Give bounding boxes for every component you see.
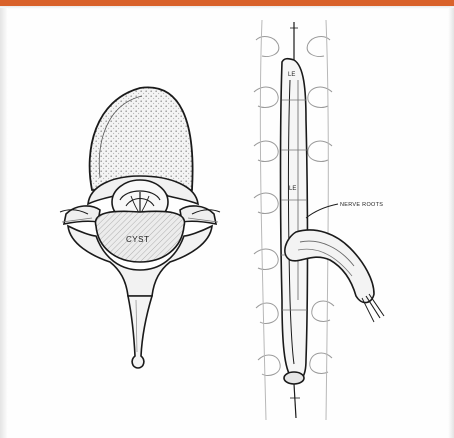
nerve-root-label: NERVE ROOTS <box>340 202 383 208</box>
vertebral-body <box>90 87 193 190</box>
upper-level-label: LE <box>288 72 295 78</box>
dural-tube <box>281 59 308 381</box>
dural-sac-column <box>281 22 308 418</box>
spinous-process <box>128 296 152 368</box>
nerve-root-leader <box>306 204 338 218</box>
middle-level-label: LE <box>289 186 296 192</box>
axial-cross-section <box>60 87 220 368</box>
cyst-label: CYST <box>126 235 149 244</box>
